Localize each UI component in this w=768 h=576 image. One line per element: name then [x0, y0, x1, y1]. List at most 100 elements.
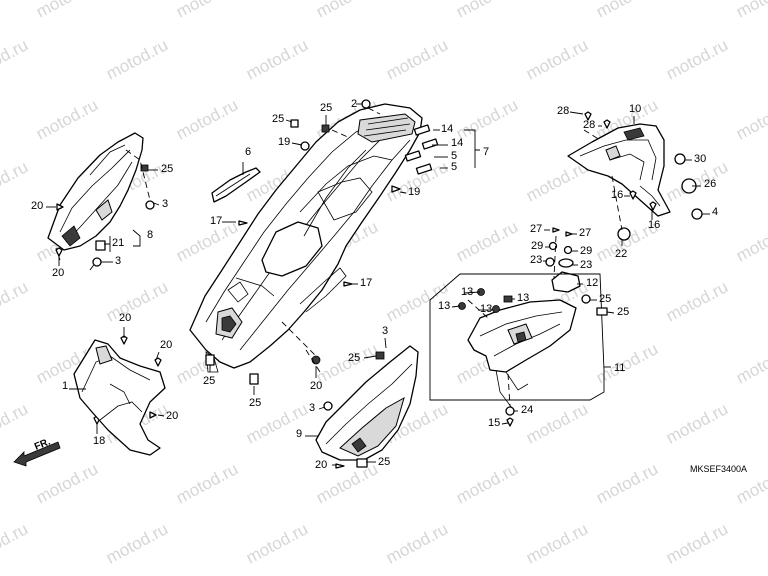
callout-c-27b: 27 [579, 227, 591, 239]
callout-c-27a: 27 [530, 223, 542, 235]
callout-c-15: 15 [488, 417, 500, 429]
watermark-text: motod.ru [663, 519, 731, 567]
watermark-text: motod.ru [663, 35, 731, 83]
callout-c-21: 21 [112, 237, 124, 249]
watermark-text: motod.ru [103, 277, 171, 325]
callout-c-20b: 20 [52, 267, 64, 279]
watermark-text: motod.ru [103, 35, 171, 83]
part-11-bracket-box [429, 273, 608, 427]
callout-c-25h: 25 [599, 293, 611, 305]
clips-5-14 [404, 124, 439, 175]
rear-fender-main [189, 103, 423, 373]
callout-c-25d: 25 [203, 375, 215, 387]
watermark-text: motod.ru [663, 399, 731, 447]
callout-c-7: 7 [483, 146, 489, 158]
callout-c-20a: 20 [31, 200, 43, 212]
callout-c-9: 9 [296, 428, 302, 440]
watermark-text: motod.ru [0, 399, 31, 447]
watermark-text: motod.ru [593, 459, 661, 507]
watermark-text: motod.ru [523, 519, 591, 567]
callout-c-28a: 28 [557, 105, 569, 117]
callout-c-5b: 5 [451, 161, 457, 173]
callout-c-19b: 19 [408, 186, 420, 198]
callout-c-3a: 3 [162, 198, 168, 210]
watermark-text: motod.ru [173, 459, 241, 507]
watermark-text: motod.ru [523, 35, 591, 83]
watermark-text: motod.ru [733, 95, 768, 143]
fasteners-right [545, 227, 591, 304]
callout-c-16b: 16 [648, 219, 660, 231]
watermark-text: motod.ru [173, 0, 241, 22]
callout-c-30: 30 [694, 153, 706, 165]
watermark-text: motod.ru [243, 519, 311, 567]
callout-c-11: 11 [614, 362, 625, 374]
callout-c-18: 18 [93, 435, 105, 447]
callout-c-14b: 14 [451, 137, 463, 149]
callout-c-20c: 20 [119, 312, 131, 324]
callout-c-3d: 3 [309, 402, 315, 414]
watermark-text: motod.ru [0, 35, 31, 83]
callout-c-25g: 25 [378, 456, 390, 468]
watermark-text: motod.ru [103, 519, 171, 567]
callout-c-20f: 20 [310, 380, 322, 392]
callout-c-28b: 28 [583, 119, 595, 131]
part-6-strap [211, 167, 261, 203]
callout-c-25i: 25 [617, 306, 629, 318]
watermark-text: motod.ru [733, 0, 768, 22]
callout-c-14a: 14 [441, 123, 453, 135]
callout-c-3c: 3 [382, 325, 388, 337]
watermark-text: motod.ru [383, 519, 451, 567]
part-8-side-cover [47, 132, 144, 251]
watermark-text: motod.ru [0, 157, 31, 205]
callout-c-19a: 19 [278, 136, 290, 148]
callout-c-25c: 25 [320, 102, 332, 114]
watermark-text: motod.ru [33, 459, 101, 507]
callout-c-22: 22 [615, 248, 627, 260]
watermark-text: motod.ru [0, 519, 31, 567]
callout-c-26: 26 [704, 178, 716, 190]
callout-c-23b: 23 [580, 259, 592, 271]
part-10-tail-cover [567, 111, 703, 241]
callout-c-20g: 20 [315, 459, 327, 471]
diagram-code: MKSEF3400A [690, 464, 747, 474]
callout-c-29a: 29 [531, 240, 543, 252]
callout-c-20e: 20 [166, 410, 178, 422]
watermark-text: motod.ru [453, 217, 521, 265]
callout-c-25b: 25 [272, 113, 284, 125]
callout-c-29b: 29 [580, 245, 592, 257]
watermark-text: motod.ru [733, 217, 768, 265]
callout-c-6: 6 [245, 146, 251, 158]
watermark-text: motod.ru [383, 35, 451, 83]
watermark-text: motod.ru [733, 339, 768, 387]
callout-c-8: 8 [147, 229, 153, 241]
callout-c-25a: 25 [161, 163, 173, 175]
leader-lines [46, 103, 710, 466]
watermark-text: motod.ru [173, 95, 241, 143]
callout-c-12: 12 [586, 277, 598, 289]
watermark-text: motod.ru [593, 0, 661, 22]
callout-c-13c: 13 [480, 303, 492, 315]
callout-c-25e: 25 [249, 397, 261, 409]
watermark-text: motod.ru [313, 0, 381, 22]
part-1-inner-fender [73, 339, 166, 456]
callout-c-16a: 16 [611, 189, 623, 201]
watermark-text: motod.ru [33, 95, 101, 143]
callout-c-10: 10 [629, 103, 641, 115]
front-direction-arrow [13, 441, 61, 467]
callout-c-13a: 13 [461, 286, 473, 298]
callout-c-25f: 25 [348, 352, 360, 364]
watermark-text: motod.ru [243, 35, 311, 83]
part-9-lower-cover [315, 345, 419, 469]
callout-c-13b: 13 [438, 300, 450, 312]
callout-c-24: 24 [521, 404, 533, 416]
callout-c-4: 4 [712, 206, 718, 218]
watermark-text: motod.ru [453, 0, 521, 22]
callout-c-20d: 20 [160, 339, 172, 351]
watermark-text: motod.ru [453, 459, 521, 507]
callout-c-5a: 5 [451, 150, 457, 162]
callout-c-1: 1 [62, 380, 68, 392]
watermark-text: motod.ru [0, 277, 31, 325]
callout-c-3b: 3 [115, 255, 121, 267]
